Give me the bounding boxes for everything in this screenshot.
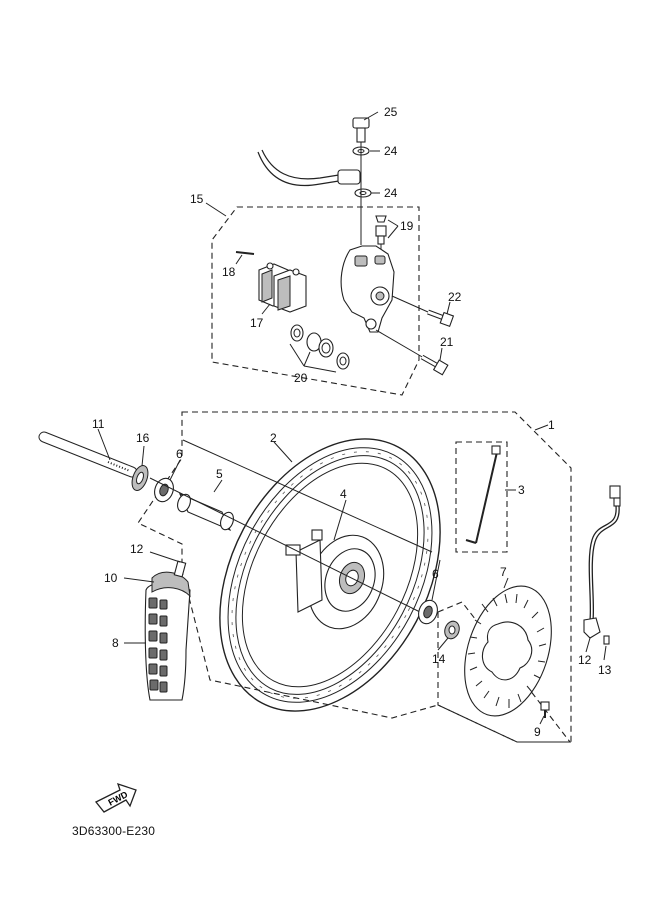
caliper-assembly-group [211, 117, 455, 396]
callout-label: 18 [222, 265, 236, 279]
callout-label: 15 [190, 192, 204, 206]
diagram-reference-code: 3D63300-E230 [72, 824, 156, 838]
callout-label: 9 [534, 725, 541, 739]
callout-label: 3 [518, 483, 525, 497]
callout-label: 4 [340, 487, 347, 501]
callout-label: 1 [548, 418, 555, 432]
callout-label: 10 [104, 571, 118, 585]
callout-label: 21 [440, 335, 454, 349]
callout-label: 14 [432, 652, 446, 666]
tire-and-tube [144, 560, 191, 701]
callout-label: 6 [432, 567, 439, 581]
callout-label: 25 [384, 105, 398, 119]
spoke-group [455, 441, 508, 553]
disc-bolt [540, 701, 550, 718]
caliper-body [340, 245, 395, 333]
bolt-22 [420, 354, 449, 376]
wheel-group-boundary [137, 411, 572, 743]
callout-label: 22 [448, 290, 462, 304]
callout-label: 2 [270, 431, 277, 445]
pad-pin [235, 251, 255, 255]
brake-hose [257, 151, 346, 187]
caliper-group-boundary [211, 206, 420, 396]
callout-label: 7 [500, 565, 507, 579]
wheel-rim [219, 438, 441, 712]
fwd-arrow-icon: FWD [94, 782, 137, 813]
tube-valve [173, 560, 187, 578]
callout-label: 12 [578, 653, 592, 667]
callout-label: 17 [250, 316, 264, 330]
spacer [177, 492, 234, 532]
callout-label: 8 [112, 636, 119, 650]
disc-group [437, 585, 572, 743]
callout-label: 16 [136, 431, 150, 445]
bolt-23 [427, 309, 455, 328]
callout-label: 12 [130, 542, 144, 556]
wheel-assembly-group [38, 411, 572, 743]
disc-group-boundary [437, 601, 572, 743]
wheel-speed-sensor [583, 485, 621, 645]
tire-tread [148, 597, 168, 693]
callout-label: 19 [400, 219, 414, 233]
hose-fitting [337, 169, 361, 185]
callout-label: 5 [216, 467, 223, 481]
callout-label: 24 [384, 186, 398, 200]
callout-label: 6 [176, 447, 183, 461]
piston-seals [290, 324, 350, 370]
union-bolt [352, 117, 370, 143]
tube [151, 571, 191, 598]
callout-label: 20 [294, 371, 308, 385]
wheel-hub [285, 529, 385, 630]
callout-label: 13 [598, 663, 612, 677]
callout-label: 11 [92, 417, 105, 431]
callout-labels: 25 24 24 15 19 18 17 22 21 20 1 11 16 2 … [92, 105, 612, 739]
brake-pads [258, 262, 307, 313]
bleed-screw [375, 215, 387, 245]
callout-label: 24 [384, 144, 398, 158]
front-axle [38, 431, 138, 478]
brake-disc [464, 585, 552, 717]
